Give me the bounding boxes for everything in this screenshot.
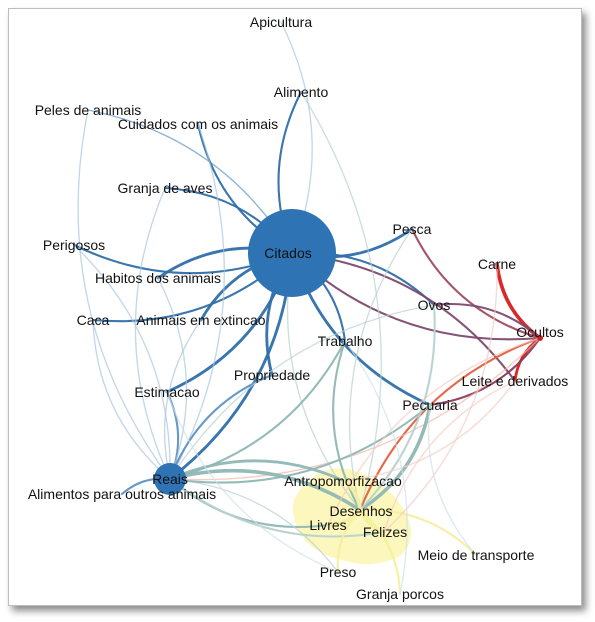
node-label-propriedade: Propriedade	[234, 367, 310, 383]
edge-livres-ocultos	[327, 337, 541, 526]
edge-felizes-leite	[383, 380, 516, 533]
node-label-meio_transporte: Meio de transporte	[418, 547, 535, 563]
edge-granja_porcos-trabalho	[344, 340, 408, 595]
node-label-pesca: Pesca	[393, 221, 432, 237]
node-label-estimacao: Estimacao	[134, 384, 200, 400]
node-label-trabalho: Trabalho	[318, 333, 373, 349]
node-label-preso: Preso	[320, 564, 357, 580]
node-reais[interactable]	[154, 463, 186, 495]
edge-reais-peles	[77, 109, 171, 480]
edge-desenhos-pesca	[348, 228, 413, 511]
node-citados[interactable]	[248, 209, 336, 297]
node-label-ovos: Ovos	[418, 297, 451, 313]
node-label-cuidados: Cuidados com os animais	[118, 116, 278, 132]
node-label-leite: Leite e derivados	[462, 373, 569, 389]
edge-desenhos-livres	[326, 508, 362, 527]
edge-layer	[72, 21, 542, 596]
edge-ocultos-ovos	[432, 303, 542, 340]
edge-reais-antropomorfizacao	[168, 459, 346, 483]
edge-reais-habitos	[157, 277, 188, 480]
node-label-alimentos_outros: Alimentos para outros animais	[28, 486, 216, 502]
edge-felizes-carne	[383, 263, 498, 533]
edge-reais-pecuaria	[168, 403, 432, 484]
node-label-apicultura: Apicultura	[250, 14, 312, 30]
edge-reais-granja_aves	[134, 187, 171, 480]
node-label-felizes: Felizes	[363, 524, 407, 540]
edge-desenhos-felizes	[358, 508, 386, 534]
edge-desenhos-granja_porcos	[358, 508, 402, 596]
edge-ocultos-reais	[169, 337, 541, 481]
node-label-granja_aves: Granja de aves	[118, 180, 213, 196]
edge-preso-estimacao	[166, 391, 339, 573]
node-label-habitos: Habitos dos animais	[95, 270, 221, 286]
node-label-antropomorfizacao: Antropomorfizacao	[284, 473, 402, 489]
edge-reais-perigosos	[73, 244, 171, 480]
node-label-extincao: Animais em extincao	[136, 312, 265, 328]
node-ocultos[interactable]	[537, 335, 543, 341]
edge-reais-desenhos	[168, 468, 362, 512]
node-label-reais: Reais	[152, 471, 188, 487]
edge-desenhos-trabalho	[332, 339, 362, 512]
edge-desenhos-antropomorfizacao	[342, 479, 362, 512]
edge-antropomorfizacao-leite	[343, 380, 516, 482]
node-label-citados: Citados	[264, 245, 311, 261]
edge-desenhos-ovos	[358, 303, 436, 512]
node-label-livres: Livres	[309, 517, 346, 533]
edge-desenhos-pecuaria	[358, 403, 432, 512]
node-label-pecuaria: Pecuaria	[402, 397, 457, 413]
node-label-carne: Carne	[478, 256, 516, 272]
edge-ocultos-pecuaria	[428, 336, 542, 407]
edge-reais-cuidados	[169, 123, 225, 480]
edge-desenhos-meio_transporte	[358, 508, 478, 557]
edge-reais-ovos	[169, 304, 435, 480]
node-label-caca: Caca	[77, 312, 110, 328]
node-label-desenhos: Desenhos	[329, 503, 392, 519]
node-label-perigosos: Perigosos	[43, 237, 105, 253]
node-label-alimento: Alimento	[274, 84, 329, 100]
edge-ocultos-pesca	[410, 227, 542, 340]
edge-meio_transporte-pecuaria	[427, 404, 477, 556]
node-label-granja_porcos: Granja porcos	[356, 586, 444, 602]
node-layer	[154, 209, 543, 495]
edge-reais-felizes	[168, 477, 386, 538]
node-label-peles: Peles de animais	[35, 102, 142, 118]
node-label-ocultos: Ocultos	[516, 324, 563, 340]
edge-reais-caca	[92, 319, 171, 480]
